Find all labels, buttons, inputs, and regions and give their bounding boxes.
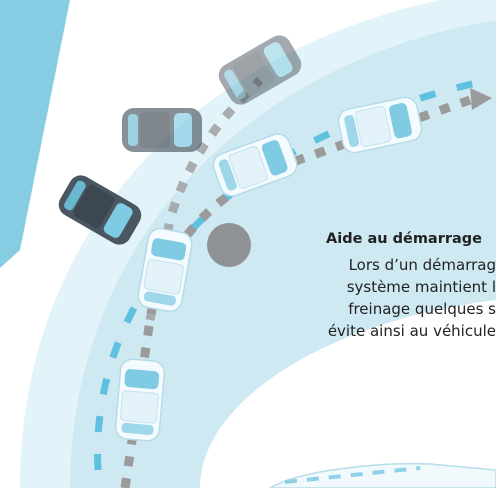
- gray-dot: [207, 223, 251, 267]
- bottom-partial-car: [270, 464, 496, 488]
- caption-line-2: système maintient l: [288, 276, 496, 298]
- caption-block: Aide au démarrage Lors d’un démarrag sys…: [288, 228, 496, 342]
- caption-line-4: évite ainsi au véhicule: [288, 320, 496, 342]
- caption-title: Aide au démarrage: [326, 228, 496, 250]
- caption-line-1: Lors d’un démarrag: [288, 254, 496, 276]
- caption-line-3: freinage quelques s: [288, 298, 496, 320]
- side-panel: [0, 0, 70, 268]
